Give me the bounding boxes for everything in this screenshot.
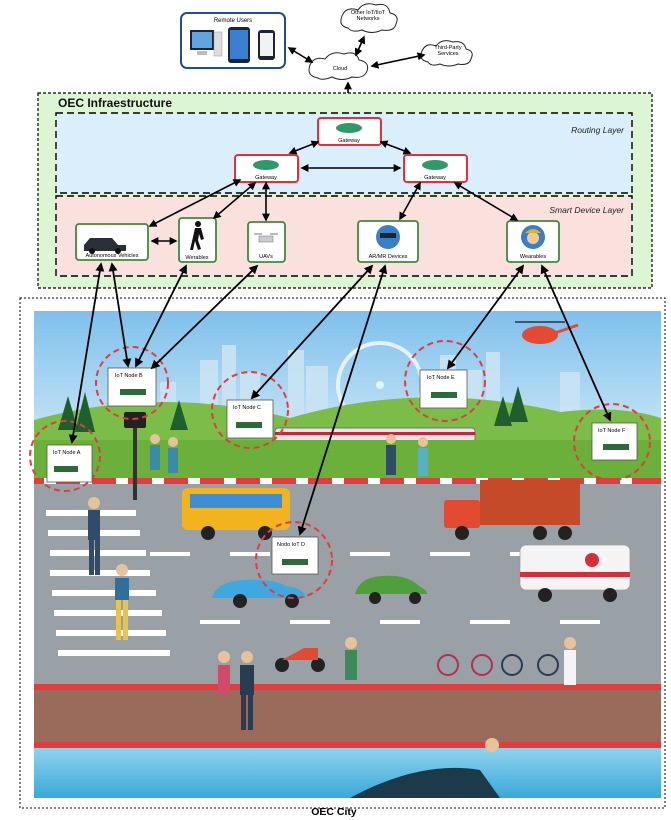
device-autonomous-vehicles: Autonomous Vehicles (75, 223, 149, 261)
bicycle (437, 654, 493, 676)
arrow-wearables-node-f (540, 264, 612, 422)
device-armr: AR/MR Devices (357, 220, 419, 263)
arrow-gwtop-right (379, 140, 412, 155)
iot-node-b-label: IoT Node B (115, 373, 143, 379)
arrow-uavs-node-b (150, 264, 259, 370)
router-icon (336, 123, 362, 133)
third-party-label-1: Third-Party (434, 45, 461, 51)
iot-node-a-label: IoT Node A (53, 450, 81, 456)
gateway-left: Gateway (234, 154, 299, 183)
iot-node-d-label: Nodo IoT D (277, 542, 305, 548)
iot-node-c-label: IoT Node C (233, 405, 261, 411)
bus (182, 488, 290, 540)
circuit-board-icon (603, 444, 629, 450)
arrow-cloud-thirdparty (370, 52, 426, 69)
gateway-left-label: Gateway (255, 175, 277, 181)
arrow-armr-node-d (297, 264, 388, 536)
device-werables-label: Werables (185, 255, 208, 261)
cloud: Cloud (308, 52, 369, 80)
other-networks-label-2: Networks (357, 16, 380, 22)
arrow-cloud-networks (354, 35, 366, 57)
truck (444, 480, 580, 540)
remote-users-label: Remote Users (214, 18, 252, 24)
iot-node-d: Nodo IoT D (255, 521, 333, 599)
iot-node-c: IoT Node C (211, 371, 289, 449)
routing-layer-label: Routing Layer (571, 125, 625, 135)
arrow-autonomous-node-b (108, 262, 132, 368)
device-wearables: Wearables (506, 220, 560, 263)
green-car (355, 575, 427, 604)
router-icon (422, 160, 448, 170)
gateway-right: Gateway (403, 154, 468, 183)
iot-node-e-label: IoT Node E (427, 375, 455, 381)
arrow-gwtop-left (288, 140, 320, 155)
gateway-top-label: Gateway (338, 138, 360, 144)
circuit-board-icon (236, 422, 262, 428)
device-uavs: UAVs (247, 221, 286, 263)
third-party-cloud: Third-Party Services (420, 40, 473, 67)
scooter (275, 648, 325, 672)
other-networks-label-1: Other IoT/IIoT (351, 10, 386, 16)
other-networks-cloud: Other IoT/IIoT Networks (340, 3, 398, 33)
gateway-top: Gateway (317, 117, 382, 146)
device-werables: Werables (178, 217, 217, 263)
router-icon (253, 160, 279, 170)
device-armr-label: AR/MR Devices (369, 254, 408, 260)
iot-node-f: IoT Node F (573, 403, 651, 481)
gateway-right-label: Gateway (424, 175, 446, 181)
smart-device-layer-label: Smart Device Layer (549, 205, 625, 215)
device-autonomous-label: Autonomous Vehicles (86, 253, 139, 259)
arrow-gw-armr (399, 181, 421, 221)
desktop-icon (190, 30, 223, 57)
arrow-gw-wearables (453, 182, 519, 221)
iot-node-f-label: IoT Node F (598, 428, 626, 434)
arrow-autonomous-node-a (68, 262, 105, 444)
infrastructure-title: OEC Infraestructure (58, 96, 172, 110)
arrow-remote-cloud (287, 47, 314, 63)
drone-icon (254, 233, 278, 243)
circuit-board-icon (282, 559, 308, 565)
arrow-gw-werables (212, 181, 257, 220)
circuit-board-icon (120, 389, 146, 395)
arrow-wearables-node-e (446, 264, 525, 370)
ambulance (519, 544, 631, 602)
tablet-icon (228, 27, 250, 63)
cloud-label: Cloud (333, 66, 347, 72)
device-uavs-label: UAVs (259, 254, 273, 260)
third-party-label-2: Services (437, 51, 458, 57)
iot-node-a: IoT Node A (29, 420, 101, 492)
bicycle (501, 654, 559, 676)
circuit-board-icon (431, 392, 457, 398)
device-wearables-label: Wearables (520, 254, 546, 260)
remote-users-box: Remote Users (180, 12, 286, 69)
phone-icon (258, 30, 275, 60)
city-title: OEC City (311, 806, 357, 818)
iot-node-e: IoT Node E (404, 340, 486, 422)
circuit-board-icon (54, 466, 78, 472)
car-icon (84, 238, 126, 251)
